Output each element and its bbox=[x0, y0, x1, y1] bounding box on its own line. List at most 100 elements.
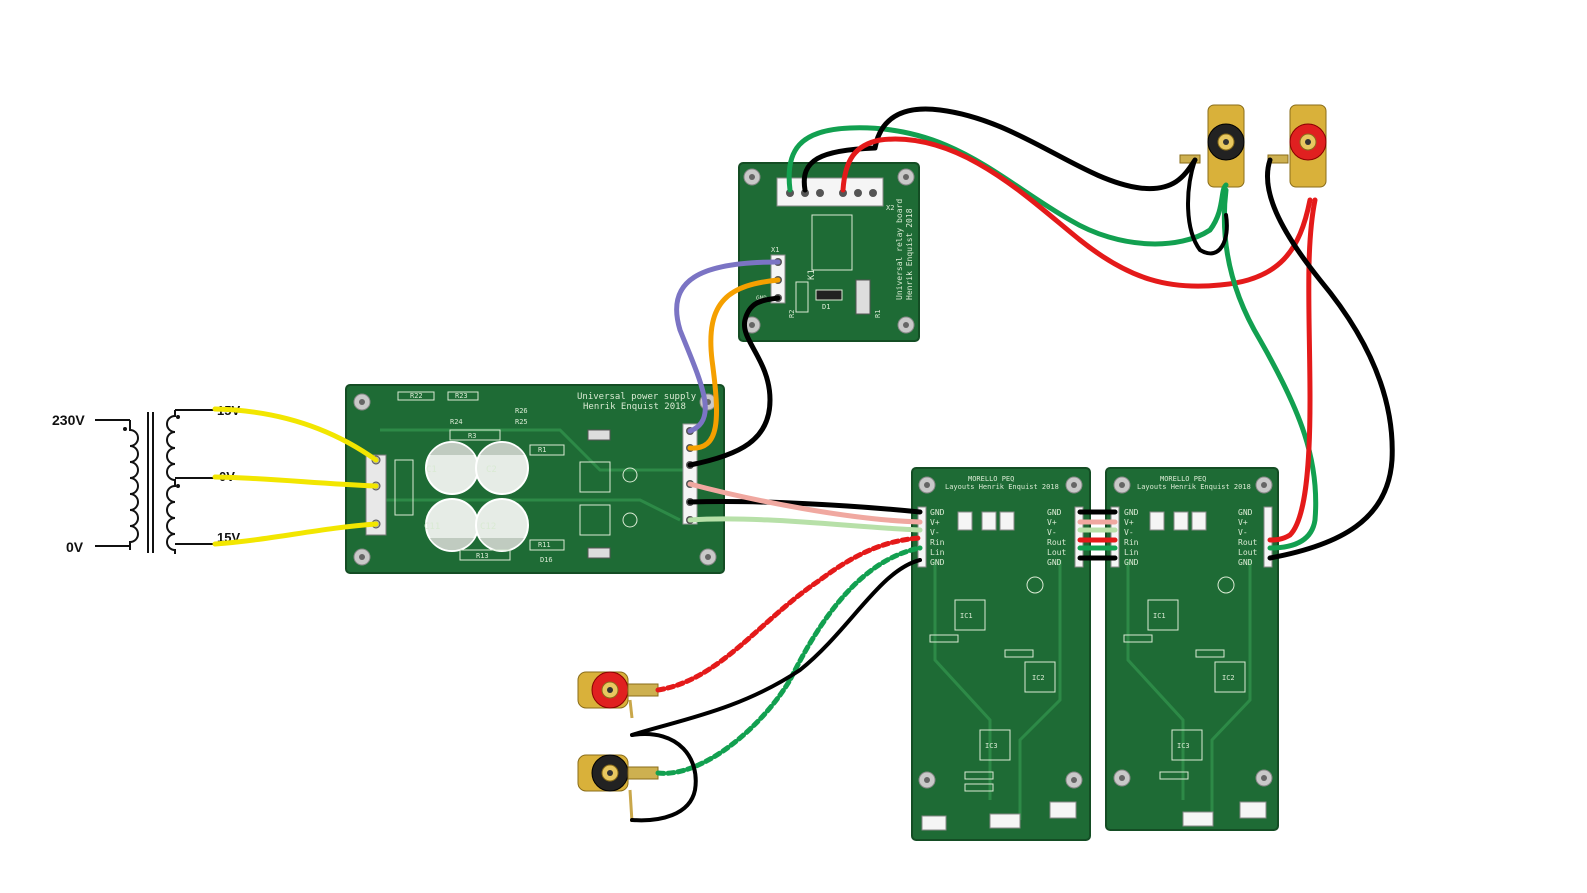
pin-label: GND bbox=[930, 558, 945, 567]
pin-label: Rin bbox=[1124, 538, 1139, 547]
wire-orange bbox=[687, 277, 781, 451]
label-r23: R23 bbox=[455, 392, 468, 400]
wire-black-out-link bbox=[1186, 158, 1229, 256]
label-230v: 230V bbox=[52, 412, 85, 428]
wire-green-dotted-input bbox=[655, 545, 923, 776]
relay-board: X2 K1 R1 R2 D1 X1 GND Universal relay bo… bbox=[738, 162, 920, 342]
peq-right-input-pins: GND V+ V- Rin Lin GND bbox=[1110, 506, 1139, 568]
wire-yellow-15v-bottom bbox=[212, 521, 379, 547]
pin-label: GND bbox=[1238, 508, 1253, 517]
transformer: 230V 0V 15V 0V 15V bbox=[52, 403, 240, 555]
label-d1: D1 bbox=[822, 303, 830, 311]
wire-pink-psu-peq-vplus bbox=[687, 481, 923, 525]
wire-black-input-ground bbox=[630, 558, 922, 737]
pin-label: V+ bbox=[1238, 518, 1248, 527]
peq-right-output-pins: GND V+ V- Rout Lout GND bbox=[1238, 506, 1273, 568]
wire-black-out-gnd bbox=[1264, 157, 1395, 561]
pin-label: Rout bbox=[1047, 538, 1066, 547]
pin-label: V+ bbox=[1124, 518, 1134, 527]
pin-label: Lout bbox=[1238, 548, 1257, 557]
psu-output-header bbox=[682, 423, 698, 525]
pin-label: Rin bbox=[930, 538, 945, 547]
primary-coil bbox=[129, 420, 139, 550]
psu-title-line2: Henrik Enquist 2018 bbox=[583, 402, 686, 412]
peq-board-right: MORELLO PEQ Layouts Henrik Enquist 2018 … bbox=[1105, 467, 1279, 831]
pin-label: Lin bbox=[1124, 548, 1139, 557]
pin-label: V- bbox=[1047, 528, 1057, 537]
wire-black-psu-peq-gnd bbox=[687, 499, 923, 515]
label-r13: R13 bbox=[476, 552, 489, 560]
pin-label: GND bbox=[1124, 558, 1139, 567]
wire-green-out-lout bbox=[1221, 187, 1319, 551]
secondary-coil-top bbox=[166, 410, 176, 484]
relay-title-line2: Henrik Enquist 2018 bbox=[905, 208, 914, 300]
pin-label: V- bbox=[930, 528, 940, 537]
peq-board-left: MORELLO PEQ Layouts Henrik Enquist 2018 … bbox=[911, 467, 1091, 841]
wire-green-relay-out bbox=[786, 125, 1229, 247]
wires bbox=[212, 106, 1395, 823]
pin-label: Lin bbox=[930, 548, 945, 557]
peq-left-ic1: IC1 bbox=[960, 612, 973, 620]
pin-label: V- bbox=[1238, 528, 1248, 537]
rca-jack-input-red bbox=[577, 671, 659, 719]
label-k1: K1 bbox=[807, 269, 817, 280]
peq-left-title-line2: Layouts Henrik Enquist 2018 bbox=[945, 483, 1059, 491]
label-r11: R11 bbox=[538, 541, 551, 549]
rca-jack-input-black bbox=[577, 754, 659, 823]
relay-title-line1: Universal relay board bbox=[895, 199, 904, 300]
rca-jack-output-black bbox=[1179, 104, 1245, 188]
wire-red-relay-out bbox=[840, 136, 1313, 289]
wire-lightgreen-psu-peq-vminus bbox=[687, 516, 923, 533]
pin-label: GND bbox=[1047, 508, 1062, 517]
peq-left-ic2: IC2 bbox=[1032, 674, 1045, 682]
label-gnd-relay: GND bbox=[756, 295, 767, 302]
label-c2: C2 bbox=[486, 465, 497, 475]
pin-label: V+ bbox=[930, 518, 940, 527]
label-x2: X2 bbox=[886, 204, 894, 212]
label-r24: R24 bbox=[450, 418, 463, 426]
pin-label: Lout bbox=[1047, 548, 1066, 557]
pin-label: GND bbox=[1238, 558, 1253, 567]
capacitor-c2 bbox=[475, 441, 529, 495]
wire-black-relay-out bbox=[801, 106, 1198, 193]
capacitor-c1 bbox=[425, 441, 479, 495]
label-r26: R26 bbox=[515, 407, 528, 415]
wire-purple bbox=[674, 259, 781, 434]
peq-left-output-pins: GND V+ V- Rout Lout GND bbox=[1047, 506, 1084, 568]
rca-jack-output-red bbox=[1267, 104, 1327, 188]
capacitor-c12 bbox=[475, 498, 529, 552]
peq-left-title-line1: MORELLO PEQ bbox=[968, 475, 1014, 483]
pin-label: GND bbox=[1124, 508, 1139, 517]
label-c12: C12 bbox=[480, 522, 496, 532]
label-c11: C11 bbox=[424, 522, 440, 532]
peq-left-ic3: IC3 bbox=[985, 742, 998, 750]
label-r1: R1 bbox=[538, 446, 546, 454]
peq-right-ic3: IC3 bbox=[1177, 742, 1190, 750]
peq-right-ic1: IC1 bbox=[1153, 612, 1166, 620]
label-0v-primary: 0V bbox=[66, 539, 84, 555]
label-r2-relay: R2 bbox=[788, 310, 796, 318]
pin-label: V- bbox=[1124, 528, 1134, 537]
label-r25: R25 bbox=[515, 418, 528, 426]
pin-label: Rout bbox=[1238, 538, 1257, 547]
label-x1: X1 bbox=[771, 246, 779, 254]
wire-black-psu-relay bbox=[687, 295, 781, 468]
wire-yellow-15v-top bbox=[212, 406, 379, 463]
peq-right-title-line1: MORELLO PEQ bbox=[1160, 475, 1206, 483]
peq-left-input-pins: GND V+ V- Rin Lin GND bbox=[917, 506, 945, 568]
wire-red-dotted-input bbox=[655, 535, 923, 693]
wire-yellow-0v bbox=[212, 474, 379, 489]
capacitor-c11 bbox=[425, 498, 479, 552]
psu-title-line1: Universal power supply bbox=[577, 392, 697, 402]
label-r3: R3 bbox=[468, 432, 476, 440]
psu-ac-input-terminal bbox=[365, 454, 387, 536]
label-d16: D16 bbox=[540, 556, 553, 564]
secondary-coil-bottom bbox=[166, 480, 176, 554]
peq-right-title-line2: Layouts Henrik Enquist 2018 bbox=[1137, 483, 1251, 491]
peq-right-ic2: IC2 bbox=[1222, 674, 1235, 682]
pin-label: GND bbox=[930, 508, 945, 517]
pin-label: GND bbox=[1047, 558, 1062, 567]
wire-black-input-loop bbox=[630, 732, 698, 823]
power-supply-board: C1 C2 C11 C12 R22 R23 R24 R25 R26 R1 R3 … bbox=[345, 384, 725, 574]
